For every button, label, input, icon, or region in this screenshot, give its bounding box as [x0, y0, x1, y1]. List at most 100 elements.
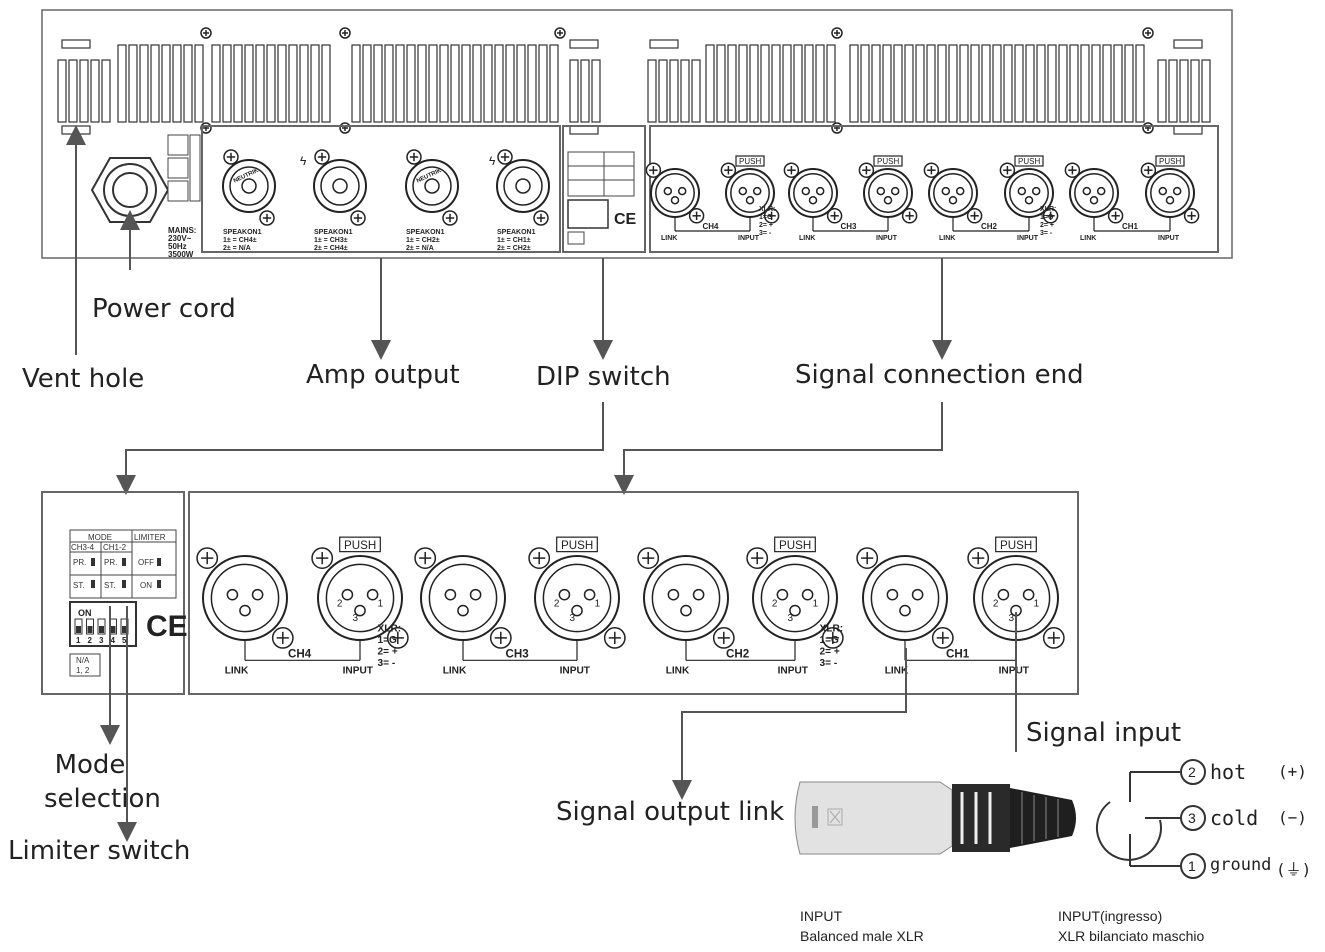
pin-mark: 2 [993, 598, 999, 609]
input-label: INPUT [343, 665, 374, 676]
vent-slot [384, 44, 394, 123]
svg-text:ST.: ST. [73, 581, 85, 590]
vent-slot [738, 44, 748, 123]
vent-tab [1173, 125, 1203, 135]
xlr-input-inner [325, 563, 395, 633]
vent-tab [569, 39, 599, 49]
vent-slot [782, 44, 792, 123]
xlr-socket-hole [667, 588, 680, 601]
vent-slot [1157, 59, 1167, 123]
xlr-socket-hole [663, 186, 673, 196]
screw-icon [967, 547, 990, 569]
vent-slot [826, 44, 836, 123]
vent-slot [760, 44, 770, 123]
svg-text:CE: CE [614, 211, 637, 228]
vent-slots [57, 39, 1211, 135]
vent-slot [937, 44, 947, 123]
xlr-pin [1031, 186, 1041, 196]
callout-dip-switch: DIP switch [536, 362, 671, 392]
xlr-link-inner [651, 563, 721, 633]
xlr-pin [801, 588, 814, 601]
vent-slot [926, 44, 936, 123]
input-label: INPUT [560, 665, 591, 676]
xlr-pin [558, 588, 571, 601]
vent-slot [591, 59, 601, 123]
speakon-pin2: 2± = CH2± [497, 245, 531, 252]
vent-slot [1003, 44, 1013, 123]
screw-icon [831, 122, 843, 134]
vent-slot [716, 44, 726, 123]
vent-slot [705, 44, 715, 123]
vent-slot [970, 44, 980, 123]
channel-label: CH4 [703, 222, 720, 231]
xlr-legend-pin: 2= + [378, 647, 398, 658]
screw-icon [497, 149, 513, 165]
screw-icon [223, 149, 239, 165]
screw-icon [821, 627, 844, 649]
svg-text:CE: CE [146, 610, 188, 643]
vent-slot [222, 44, 232, 123]
xlr-legend-pin: 1=G [820, 635, 840, 646]
screw-icon [414, 547, 437, 569]
vent-tab [61, 125, 91, 135]
screw-icon [901, 208, 918, 224]
vent-slot [299, 44, 309, 123]
xlr-socket-hole [1082, 186, 1092, 196]
screw-icon [931, 627, 954, 649]
vent-slot [57, 59, 67, 123]
vent-slot [871, 44, 881, 123]
speakon-pin1: 1± = CH3± [314, 237, 348, 244]
xlr-input-inner [730, 173, 770, 213]
xlr-pin [1022, 588, 1035, 601]
callout-signal-connection-end: Signal connection end [795, 360, 1084, 390]
channel-label: CH3 [841, 222, 858, 231]
screw-icon [1140, 162, 1157, 178]
xlr-legend-pin: 1=G [1040, 214, 1054, 221]
vent-slot [362, 44, 372, 123]
svg-text:230V~: 230V~ [168, 234, 192, 243]
vent-slot [183, 44, 193, 123]
vent-slot [569, 59, 579, 123]
xlr-socket-hole [251, 588, 264, 601]
xlr-socket-hole [801, 186, 811, 196]
vent-slot [538, 44, 548, 123]
xlr-legend-pin: 3= - [1040, 230, 1053, 237]
svg-text:MAINS:: MAINS: [168, 226, 196, 235]
input-label: INPUT [738, 235, 760, 242]
svg-text:MODE: MODE [88, 533, 112, 542]
link-label: LINK [1080, 235, 1096, 242]
push-tab [339, 536, 381, 553]
svg-text:OFF: OFF [138, 558, 154, 567]
screw-icon [966, 208, 983, 224]
pin3-name: cold [1210, 806, 1259, 830]
screw-icon [533, 210, 549, 226]
hazard-icon: ϟ [300, 154, 307, 168]
svg-text:ST.: ST. [104, 581, 116, 590]
dip-lever [76, 626, 81, 633]
xlr-legend-title: XLR: [1040, 206, 1056, 213]
vent-slot [948, 44, 958, 123]
dip-lever [122, 626, 127, 633]
amp-output-box [201, 125, 561, 253]
speakon-center [332, 178, 348, 194]
dip-number: 5 [122, 636, 127, 645]
vent-tab [1173, 39, 1203, 49]
xlr-socket-hole [680, 604, 692, 617]
pin1-sign: (⏚) [1276, 860, 1312, 879]
screw-icon [406, 149, 422, 165]
screw-icon [637, 547, 660, 569]
speakon-title: SPEAKON1 [406, 229, 445, 236]
channel-label: CH4 [288, 647, 312, 660]
vent-tab [569, 125, 599, 135]
xlr-pin [1017, 186, 1027, 196]
vent-slot [288, 44, 298, 123]
screw-icon [712, 627, 735, 649]
xlr-pin [997, 588, 1010, 601]
screw-icon [314, 149, 330, 165]
speakon-pin2: 2± = N/A [406, 245, 434, 252]
speakon-pin2: 2± = N/A [223, 245, 251, 252]
